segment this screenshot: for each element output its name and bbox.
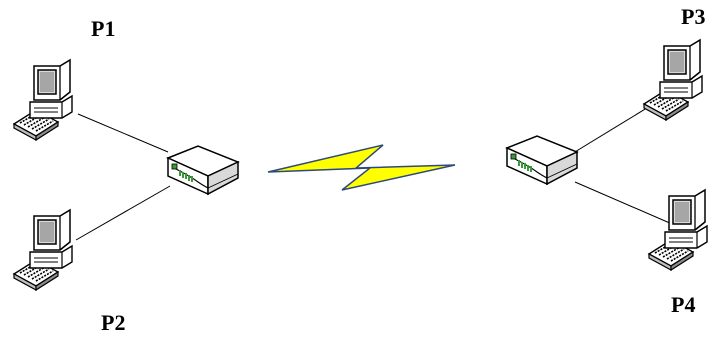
link-p1-left-device (78, 114, 168, 152)
network-device-icon-right (507, 136, 577, 184)
node-label-p2: P2 (101, 312, 125, 334)
lightning-bolt-icon (268, 145, 455, 190)
node-label-p1: P1 (91, 18, 115, 40)
node-label-p3: P3 (681, 6, 705, 28)
computer-icon-p3 (644, 40, 702, 120)
link-p2-left-device (76, 186, 170, 240)
link-p4-right-device (575, 182, 672, 224)
computer-icon-p2 (14, 210, 72, 290)
network-device-icon-left (168, 146, 238, 194)
computer-icon-p1 (14, 60, 72, 140)
computer-icon-p4 (649, 190, 707, 270)
node-label-p4: P4 (671, 294, 695, 316)
